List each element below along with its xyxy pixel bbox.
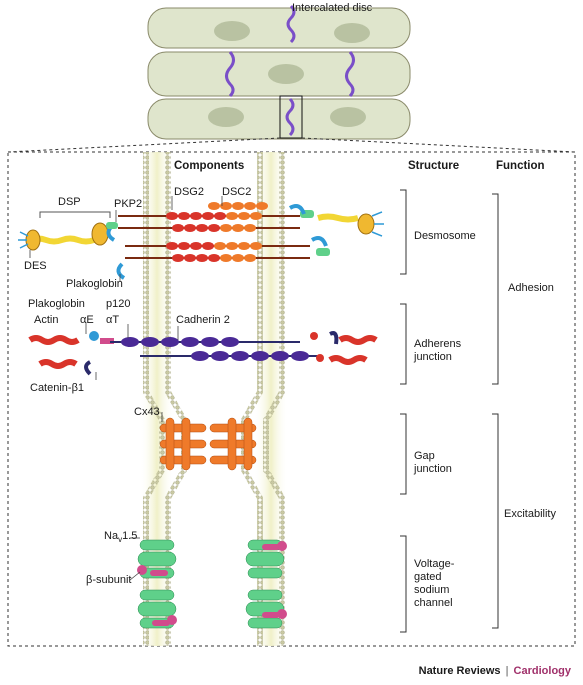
- zoom-frame: [7, 137, 576, 647]
- sodium-channel-complex: [137, 539, 287, 629]
- des-label: DES: [24, 260, 47, 272]
- sodium-structure-line3: sodium: [414, 584, 450, 596]
- journal-name: Nature Reviews: [418, 665, 501, 677]
- journal-section: Cardiology: [513, 665, 571, 677]
- gap-structure-line1: Gap: [414, 450, 435, 462]
- actin-label: Actin: [34, 314, 59, 326]
- p120-label: p120: [106, 298, 131, 310]
- pkp2-label: PKP2: [114, 198, 143, 210]
- nav15-tail: 1.5: [122, 530, 138, 542]
- adherens-complex: [28, 331, 378, 376]
- cardiomyocyte-strip: [147, 4, 411, 140]
- cadherin2-label: Cadherin 2: [176, 314, 230, 326]
- footer-separator: |: [505, 665, 509, 677]
- gap-junction-complex: [159, 417, 257, 471]
- adhesion-function-label: Adhesion: [508, 282, 554, 294]
- dsc2-label: DSC2: [222, 186, 252, 198]
- nav15-subscript: v: [118, 535, 123, 545]
- function-header: Function: [496, 160, 545, 172]
- nav15-label: Nav1.5: [104, 530, 137, 546]
- leader-lines: [29, 196, 223, 581]
- alpha-e-label: αE: [80, 314, 94, 326]
- excitability-function-label: Excitability: [504, 508, 556, 520]
- structure-header: Structure: [408, 160, 460, 172]
- sodium-structure-line1: Voltage-: [414, 558, 455, 570]
- cx43-label: Cx43: [134, 406, 160, 418]
- beta-subunit-label: β-subunit: [86, 574, 132, 586]
- components-header: Components: [174, 160, 245, 172]
- alpha-t-label: αT: [106, 314, 120, 326]
- intercalated-disc-label: Intercalated disc: [292, 2, 373, 14]
- journal-credit: Nature Reviews | Cardiology: [419, 665, 571, 677]
- nav15-main: Na: [104, 530, 119, 542]
- adherens-structure-line2: junction: [414, 351, 452, 363]
- adherens-structure-line1: Adherens: [414, 338, 462, 350]
- desmosome-structure-label: Desmosome: [414, 230, 476, 242]
- catenin-b1-label: Catenin-β1: [30, 382, 85, 394]
- structure-brackets: [400, 189, 499, 633]
- dsp-label: DSP: [58, 196, 81, 208]
- sodium-structure-line2: gated: [414, 571, 442, 583]
- dsg2-label: DSG2: [174, 186, 204, 198]
- gap-structure-line2: junction: [414, 463, 452, 475]
- plakoglobin-adherens-label: Plakoglobin: [28, 298, 85, 310]
- sodium-structure-line4: channel: [414, 597, 453, 609]
- plakoglobin-desmosome-label: Plakoglobin: [66, 278, 123, 290]
- desmosome-complex: [18, 202, 384, 280]
